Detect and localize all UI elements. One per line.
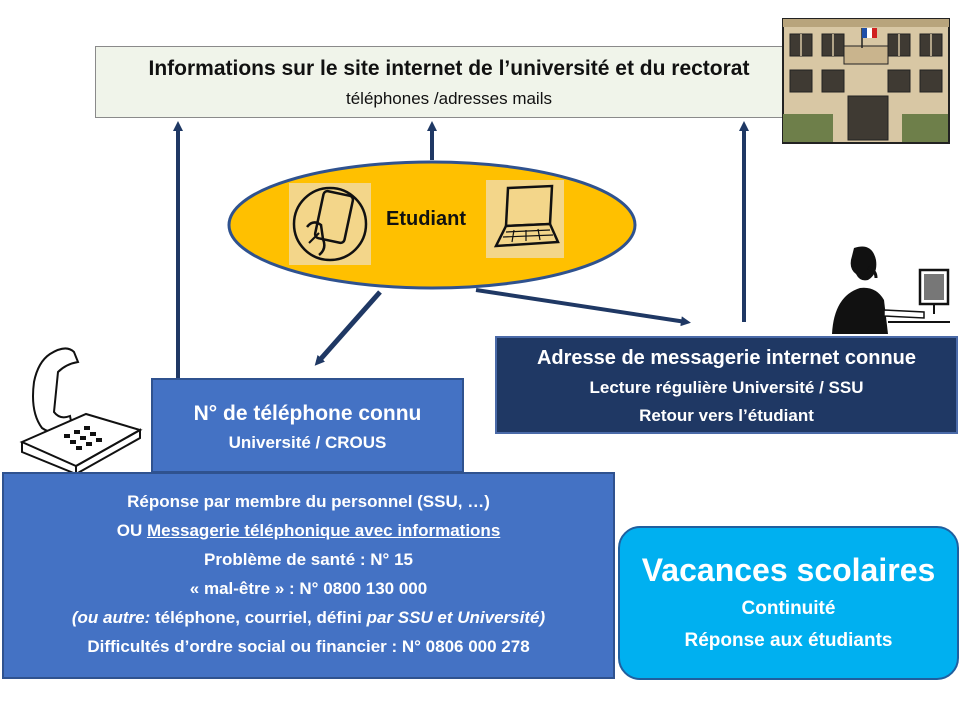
info-title: Informations sur le site internet de l’u… — [96, 57, 802, 81]
holidays-box: Vacances scolaires Continuité Réponse au… — [618, 526, 959, 680]
mail-box-line1: Lecture régulière Université / SSU — [497, 378, 956, 398]
response-line5-normal: téléphone, courriel, défini — [150, 608, 366, 627]
response-line5: (ou autre: téléphone, courriel, défini p… — [4, 608, 613, 628]
student-label-box: Etudiant — [370, 208, 482, 231]
phone-box: N° de téléphone connu Université / CROUS — [151, 378, 464, 473]
holidays-line2: Réponse aux étudiants — [620, 630, 957, 652]
response-line4: « mal-être » : N° 0800 130 000 — [4, 579, 613, 599]
mail-box: Adresse de messagerie internet connue Le… — [495, 336, 958, 434]
mail-box-line2: Retour vers l’étudiant — [497, 406, 956, 426]
info-box: Informations sur le site internet de l’u… — [95, 46, 803, 118]
laptop-icon — [486, 180, 564, 258]
response-line2: OU Messagerie téléphonique avec informat… — [4, 521, 613, 541]
mail-box-title: Adresse de messagerie internet connue — [497, 347, 956, 370]
info-subtitle: téléphones /adresses mails — [96, 89, 802, 109]
response-line5-italic-b: par SSU et Université) — [367, 608, 546, 627]
response-box: Réponse par membre du personnel (SSU, …)… — [2, 472, 615, 679]
response-line2-prefix: OU — [117, 521, 147, 540]
phone-box-subtitle: Université / CROUS — [153, 433, 462, 453]
response-line1: Réponse par membre du personnel (SSU, …) — [4, 492, 613, 512]
phone-box-title: N° de téléphone connu — [153, 402, 462, 426]
desk-phone-icon — [14, 342, 144, 474]
office-worker-icon — [824, 242, 954, 336]
response-line5-italic-a: (ou autre: — [72, 608, 150, 627]
university-building-icon — [782, 18, 950, 144]
student-label: Etudiant — [386, 208, 466, 230]
smartphone-hand-icon — [289, 183, 371, 265]
holidays-line1: Continuité — [620, 598, 957, 620]
response-line3: Problème de santé : N° 15 — [4, 550, 613, 570]
holidays-title: Vacances scolaires — [620, 552, 957, 589]
response-line2-underlined: Messagerie téléphonique avec information… — [147, 521, 500, 540]
response-line6: Difficultés d’ordre social ou financier … — [4, 637, 613, 657]
arrow-student-to-mail — [476, 290, 686, 322]
arrow-student-to-phone — [318, 292, 380, 362]
